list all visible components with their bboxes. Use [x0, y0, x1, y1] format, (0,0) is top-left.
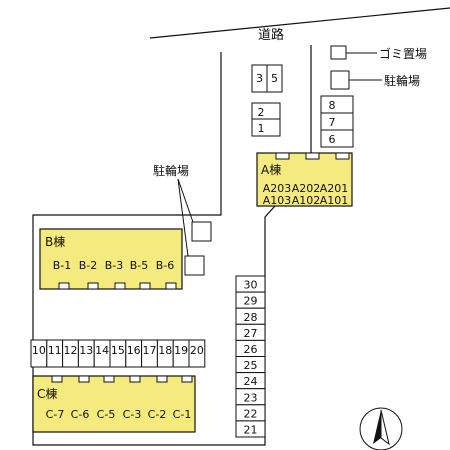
parking-number: 25	[244, 359, 258, 372]
parking-number: 28	[244, 311, 258, 324]
parking-number: 2	[258, 106, 265, 119]
unit-label: A102	[292, 194, 321, 207]
unit-label: A101	[320, 194, 349, 207]
parking-number: 12	[64, 344, 78, 357]
parking-number: 21	[244, 424, 258, 437]
parking-number: 29	[244, 295, 258, 308]
parking-number: 23	[244, 391, 258, 404]
parking-space	[251, 102, 281, 120]
parking-number: 13	[79, 344, 93, 357]
unit-label: B-6	[156, 259, 175, 272]
bicycle-parking-legend-label: 駐輪場	[384, 73, 420, 88]
parking-number: 15	[111, 344, 125, 357]
garbage-area-label: ゴミ置場	[379, 46, 427, 61]
parking-number: 3	[256, 72, 263, 85]
road-edge-line	[149, 7, 450, 39]
unit-label: B-5	[130, 259, 149, 272]
unit-label: C-5	[97, 408, 116, 421]
unit-label: C-2	[148, 408, 167, 421]
bicycle-leader-line	[177, 178, 189, 257]
balcony-marker	[51, 375, 63, 383]
unit-label: A203	[263, 182, 292, 195]
balcony-marker	[335, 152, 350, 160]
parking-number: 10	[32, 344, 46, 357]
balcony-marker	[305, 152, 320, 160]
unit-label: C-7	[46, 408, 65, 421]
balcony-marker	[139, 282, 151, 290]
north-arrow-icon	[359, 407, 403, 450]
building-a-footprint	[256, 152, 353, 207]
building-a-title: A棟	[261, 162, 281, 177]
parking-space	[188, 339, 206, 368]
parking-number: 30	[244, 279, 258, 292]
unit-label: A201	[320, 182, 349, 195]
parking-space	[320, 95, 354, 114]
parking-number: 27	[244, 327, 258, 340]
unit-label: A103	[263, 194, 292, 207]
parking-number: 1	[258, 122, 265, 135]
garbage-area-legend-box	[330, 45, 347, 60]
balcony-marker	[78, 375, 90, 383]
parking-number: 24	[244, 375, 258, 388]
parking-number: 6	[329, 133, 336, 146]
parking-column-right: 30 29 28 27 26 25 24 23 22 21	[235, 275, 266, 438]
parking-number: 14	[95, 344, 109, 357]
balcony-marker	[181, 375, 193, 383]
bicycle-parking-box	[184, 255, 205, 276]
parking-number: 22	[244, 407, 258, 420]
balcony-marker	[156, 375, 168, 383]
unit-label: B-2	[79, 259, 98, 272]
parking-number: 5	[271, 72, 278, 85]
unit-label: B-3	[105, 259, 124, 272]
parking-number: 26	[244, 343, 258, 356]
parking-stack-left: 2 1	[251, 102, 281, 137]
unit-label: C-1	[173, 408, 192, 421]
parking-space	[235, 420, 266, 438]
unit-label: B-1	[53, 259, 72, 272]
balcony-marker	[87, 282, 99, 290]
parking-number: 16	[127, 344, 141, 357]
road-label: 道路	[258, 27, 284, 43]
balcony-marker	[165, 282, 177, 290]
unit-label: A202	[292, 182, 321, 195]
building-c-title: C棟	[37, 386, 57, 401]
bicycle-parking-label: 駐輪場	[153, 163, 189, 178]
parking-space	[320, 129, 354, 148]
balcony-marker	[114, 282, 126, 290]
bicycle-parking-legend-box	[330, 70, 350, 90]
balcony-marker	[103, 375, 115, 383]
unit-label: C-3	[123, 408, 142, 421]
parking-number: 20	[190, 344, 204, 357]
balcony-marker	[129, 375, 141, 383]
parking-number: 8	[329, 99, 336, 112]
building-b: B棟 B-1 B-2 B-3 B-5 B-6	[39, 228, 183, 290]
building-b-footprint	[39, 228, 183, 290]
building-c-footprint	[32, 375, 196, 433]
parking-number: 7	[329, 116, 336, 129]
unit-label: C-6	[71, 408, 90, 421]
parking-number: 19	[174, 344, 188, 357]
parking-space	[266, 64, 283, 93]
balcony-marker	[275, 152, 290, 160]
parking-space	[320, 112, 354, 131]
balcony-marker	[58, 282, 70, 290]
parking-number: 17	[143, 344, 157, 357]
building-a: A棟 A203 A202 A201 A103 A102 A101	[256, 152, 353, 207]
building-b-title: B棟	[45, 234, 65, 249]
parking-stack-right: 8 7 6	[320, 95, 354, 148]
bicycle-parking-box	[191, 221, 212, 242]
parking-space	[251, 118, 281, 137]
parking-number: 11	[48, 344, 62, 357]
parking-top-pair: 3 5	[251, 64, 283, 93]
bicycle-leader-line	[177, 178, 195, 226]
building-c: C棟 C-7 C-6 C-5 C-3 C-2 C-1	[32, 375, 196, 433]
parking-number: 18	[158, 344, 172, 357]
